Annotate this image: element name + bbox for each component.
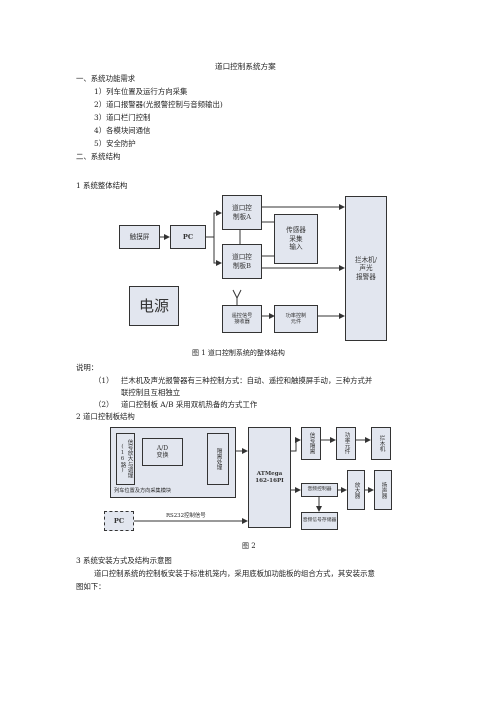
ad-convert-box: A/D 变换 — [142, 438, 183, 466]
note-1-number: （1） — [94, 376, 114, 385]
touchscreen-box: 触摸屏 — [119, 225, 160, 249]
barrier-alarm-box: 拦木机/ 声光 报警器 — [345, 196, 387, 341]
sensor-input-box: 传感器 采集 输入 — [274, 214, 318, 264]
control-board-b-box: 道口控 制板B — [222, 244, 262, 279]
pc-box-fig2: PC — [104, 511, 134, 531]
requirement-item-4: 4）各模块间通信 — [94, 126, 151, 135]
figure-2-caption: 图 2 — [242, 542, 256, 550]
isolation-box: 隔离处理 — [207, 433, 229, 485]
speaker-box: 扬声器 — [374, 470, 392, 510]
note-1-line-1: 拦木机及声光报警器有三种控制方式：自动、遥控和触摸屏手动，三种方式并 — [121, 376, 373, 385]
note-2-number: （2） — [94, 400, 114, 409]
document-title: 道口控制系统方案 — [215, 62, 276, 71]
paragraph-line-1: 道口控制系统的控制板安装于标准机笼内，采用底板加功能板的组合方式，其安装示意 — [94, 569, 375, 578]
paragraph-line-2: 图如下： — [76, 582, 106, 591]
rs232-label: RS232控制信号 — [166, 513, 206, 519]
power-supply-box: 电源 — [129, 286, 179, 326]
signal-amp-box: 信号放大与调理(16路) — [116, 433, 135, 485]
power-element-box: 功率元件 — [336, 427, 356, 460]
section-heading-structure: 二、系统结构 — [76, 152, 121, 161]
figure-1-caption: 图 1 道口控制系统的整体结构 — [192, 349, 285, 357]
pc-box: PC — [170, 225, 206, 249]
note-1-line-2: 联控制且互相独立 — [121, 388, 181, 397]
note-2-line-1: 道口控制板 A/B 采用双机热备的方式工作 — [121, 400, 258, 409]
note-label: 说明： — [76, 363, 99, 372]
subsection-control-board-structure: 2 道口控制板结构 — [76, 412, 135, 421]
module-label: 列车位置及方向采集模块 — [114, 488, 172, 494]
requirement-item-1: 1）列车位置及运行方向采集 — [94, 87, 188, 96]
section-heading-requirements: 一、系统功能需求 — [76, 74, 136, 83]
amplifier-box: 放大器 — [347, 470, 365, 510]
requirement-item-3: 3）道口栏门控制 — [94, 113, 151, 122]
subsection-overall-structure: 1 系统整体结构 — [76, 181, 128, 190]
requirement-item-2: 2）道口报警器(光报警控制与音频输出) — [94, 100, 223, 109]
barrier-box: 拦木机 — [371, 427, 391, 460]
audio-controller-box: 音频控制器 — [301, 483, 338, 497]
requirement-item-5: 5）安全防护 — [94, 139, 136, 148]
mcu-box: ATMega 162-16PI — [248, 427, 291, 528]
control-board-a-box: 道口控 制板A — [222, 195, 262, 230]
subsection-installation: 3 系统安装方式及结构示意图 — [76, 556, 172, 565]
remote-receiver-box: 遥控信号 接收器 — [222, 305, 262, 333]
audio-memory-box: 音频信号存储器 — [301, 512, 338, 530]
signal-isolation-box: 信号隔离 — [301, 427, 321, 460]
power-control-element-box: 功率控制 元件 — [274, 305, 318, 333]
